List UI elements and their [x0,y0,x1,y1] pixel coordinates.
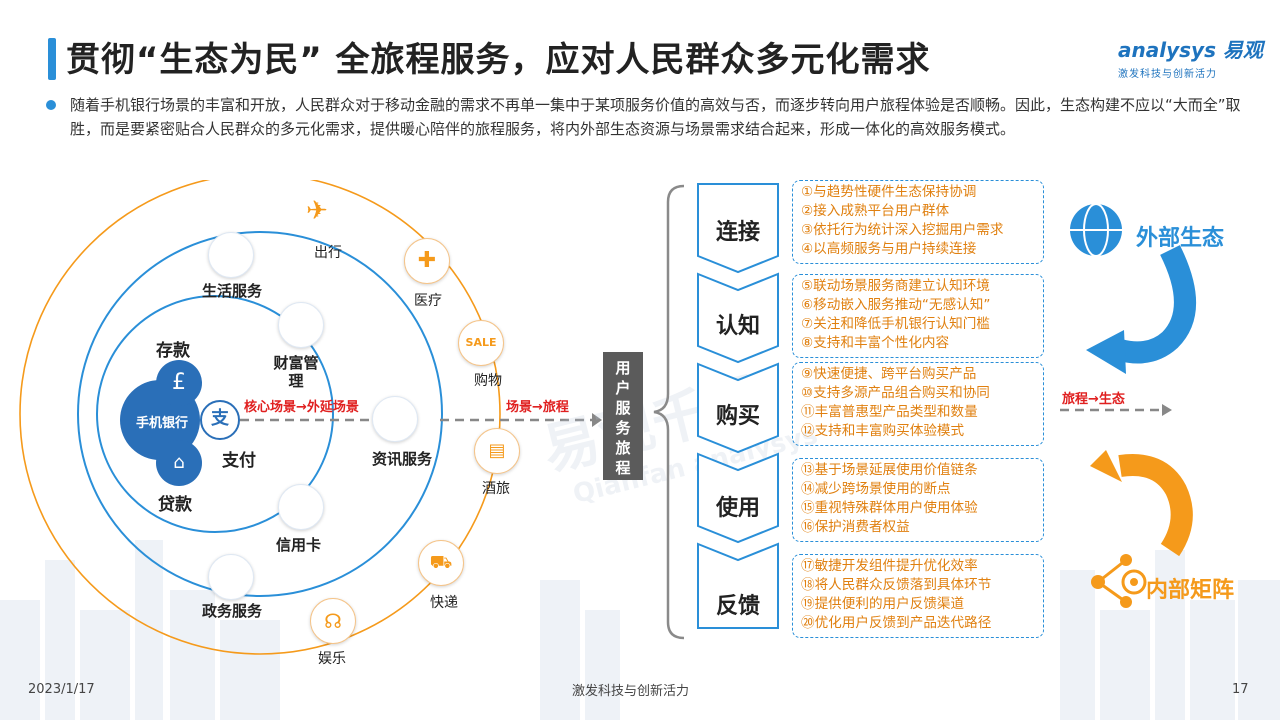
phase-chevrons [697,183,779,629]
phase-cognize-label: 认知 [715,314,760,339]
center-label: 手机银行 [136,416,189,431]
phase-connect-items: ①与趋势性硬件生态保持协调 ②接入成熟平台用户群体 ③依托行为统计深入挖掘用户需… [792,180,1044,264]
phase-use-items: ⑬基于场景延展使用价值链条 ⑭减少跨场景使用的断点 ⑮重视特殊群体用户使用体验 … [792,458,1044,542]
hotel-icon: ▤ [474,428,520,474]
list-item: ⑰敏捷开发组件提升优化效率 [801,558,978,574]
credit-card-icon [278,484,324,530]
footer-slogan: 激发科技与创新活力 [572,684,690,699]
list-item: ⑱将人民群众反馈落到具体环节 [801,577,992,593]
list-item: ⑨快速便捷、跨平台购买产品 [801,366,977,382]
entertainment-label: 娱乐 [318,651,346,667]
phase-use-label: 使用 [715,496,760,521]
logo-slogan: 激发科技与创新活力 [1118,69,1217,80]
page-number: 17 [1232,682,1249,697]
phase-purchase-items: ⑨快速便捷、跨平台购买产品 ⑩支持多源产品组合购买和协同 ⑪丰富普惠型产品类型和… [792,362,1044,446]
scene-to-journey-arrow-label: 场景→旅程 [506,400,569,415]
wealth-management-label: 财富管理 [273,354,319,390]
title-accent-bar [48,38,56,80]
core-to-extended-arrow-label: 核心场景→外延场景 [244,400,359,415]
list-item: ④以高频服务与用户持续连接 [801,241,977,257]
list-item: ②接入成熟平台用户群体 [801,203,950,219]
bullet-dot [46,100,56,110]
journey-label: 用户服务旅程 [615,359,631,477]
medical-icon: ✚ [404,238,450,284]
phase-purchase-label: 购买 [715,404,760,429]
news-service-icon [372,396,418,442]
list-item: ⑧支持和丰富个性化内容 [801,335,950,351]
phase-feedback-label: 反馈 [715,594,760,619]
shopping-label: 购物 [474,373,502,389]
payment-icon: 支 [200,400,240,440]
news-service-label: 资讯服务 [372,450,433,468]
internal-matrix-label: 内部矩阵 [1146,578,1235,603]
list-item: ①与趋势性硬件生态保持协调 [801,184,977,200]
brand-logo: analysys 易观 激发科技与创新活力 [1118,34,1268,84]
core-payment-label: 支付 [222,451,256,471]
page-title: 贯彻“生态为民” 全旅程服务，应对人民群众多元化需求 [66,40,931,80]
list-item: ⑪丰富普惠型产品类型和数量 [801,404,978,420]
phase-feedback-items: ⑰敏捷开发组件提升优化效率 ⑱将人民群众反馈落到具体环节 ⑲提供便利的用户反馈渠… [792,554,1044,638]
ecosystem-cycle-arrows [1060,203,1196,608]
delivery-truck-icon: ⛟ [418,540,464,586]
list-item: ⑯保护消费者权益 [801,519,910,535]
journey-to-ecosystem-label: 旅程→生态 [1062,392,1125,407]
external-ecosystem-label: 外部生态 [1136,226,1225,251]
deposit-icon: £ [156,360,202,406]
intro-paragraph: 随着手机银行场景的丰富和开放，人民群众对于移动金融的需求不再单一集中于某项服务价… [70,96,1241,138]
government-service-label: 政务服务 [202,602,263,620]
headphones-icon: ☊ [310,598,356,644]
journey-brace [653,184,685,640]
list-item: ⑦关注和降低手机银行认知门槛 [801,316,990,332]
list-item: ⑤联动场景服务商建立认知环境 [801,278,990,294]
government-service-icon [208,554,254,600]
list-item: ⑭减少跨场景使用的断点 [801,481,951,497]
list-item: ⑩支持多源产品组合购买和协同 [801,385,990,401]
list-item: ⑮重视特殊群体用户使用体验 [801,500,978,516]
footer-date: 2023/1/17 [28,682,95,697]
list-item: ⑲提供便利的用户反馈渠道 [801,596,965,612]
shopping-tag-icon: SALE [458,320,504,366]
phase-connect-label: 连接 [715,220,760,245]
hotel-travel-label: 酒旅 [482,481,510,497]
credit-card-label: 信用卡 [276,536,322,554]
life-service-icon [208,232,254,278]
list-item: ⑫支持和丰富购买体验模式 [801,423,965,439]
list-item: ⑥移动嵌入服务推动“无感认知” [801,297,991,313]
skyline-background [0,540,1280,720]
travel-label: 出行 [314,245,342,261]
user-service-journey-box: 用户服务旅程 [603,352,643,480]
core-loan-label: 贷款 [158,495,192,515]
list-item: ③依托行为统计深入挖掘用户需求 [801,222,1004,238]
phase-cognize-items: ⑤联动场景服务商建立认知环境 ⑥移动嵌入服务推动“无感认知” ⑦关注和降低手机银… [792,274,1044,358]
wealth-management-icon [278,302,324,348]
life-service-label: 生活服务 [202,282,263,300]
list-item: ⑬基于场景延展使用价值链条 [801,462,978,478]
medical-label: 医疗 [414,293,442,309]
airplane-icon: ✈ [306,196,328,226]
delivery-label: 快递 [430,595,458,611]
logo-brand: analysys 易观 [1118,38,1263,62]
core-deposit-label: 存款 [156,341,190,361]
loan-icon: ⌂ [156,440,202,486]
list-item: ⑳优化用户反馈到产品迭代路径 [801,615,992,631]
